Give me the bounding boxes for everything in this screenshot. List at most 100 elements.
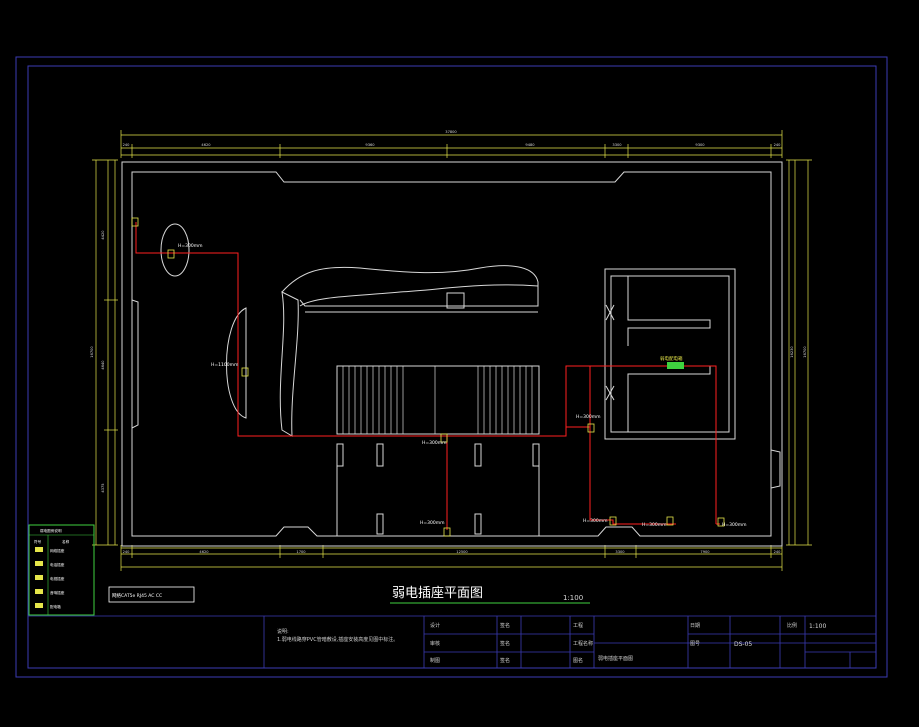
legend-symbol xyxy=(35,561,43,566)
dim-left-seg-2: 4640 xyxy=(101,360,105,370)
field-project: 工程 xyxy=(573,622,583,629)
dim-left: 4420 4640 4375 16700 16230 16700 xyxy=(90,230,807,493)
dim-bottom-segments: 240 4620 1700 12500 3300 7900 240 xyxy=(123,550,782,554)
dim-top-seg-2: 4620 xyxy=(201,143,211,147)
dim-top-seg-7: 240 xyxy=(774,143,782,147)
inner-sheet-frame xyxy=(27,65,877,669)
dim-top-total: 37800 xyxy=(445,130,457,134)
wire-run-2 xyxy=(447,365,717,524)
legend-label: 电话插座 xyxy=(50,562,65,567)
legend-label: 配电箱 xyxy=(50,604,61,609)
legend-table: 弱电图例说明 符号 名称 网络插座 电话插座 电视插座 音响插座 配电箱 xyxy=(28,524,95,616)
field-sign-1: 签名 xyxy=(500,622,510,629)
legend-row: 电话插座 xyxy=(35,561,65,567)
dim-top-segments: 240 4620 9360 9480 3300 9300 240 xyxy=(123,143,782,147)
staircase xyxy=(336,365,540,435)
notes-label: 说明: xyxy=(277,628,289,635)
outlet-label-2: H=1100mm xyxy=(211,362,238,368)
outlet-label-3: H=300mm xyxy=(422,440,447,446)
field-scale: 比例 xyxy=(787,622,797,629)
field-number: 图号 xyxy=(690,641,700,647)
legend-symbol xyxy=(35,547,43,552)
legend-header-symbol: 符号 xyxy=(34,539,42,544)
title-block-grid xyxy=(28,615,876,668)
legend-frame xyxy=(28,524,95,616)
dim-top-seg-1: 240 xyxy=(123,143,131,147)
dim-bottom-seg-1: 240 xyxy=(123,550,131,554)
panel-label: 弱电配电箱 xyxy=(660,355,683,362)
field-drawer: 制图 xyxy=(430,657,440,664)
right-room-inner xyxy=(610,275,730,433)
dim-top-seg-6: 9300 xyxy=(695,143,705,147)
legend-symbol xyxy=(35,589,43,594)
half-ellipse-feature xyxy=(226,307,247,419)
legend-row: 音响插座 xyxy=(35,589,65,595)
legend-label: 电视插座 xyxy=(50,576,65,581)
outlet-icon xyxy=(131,217,139,227)
wire-run-4 xyxy=(589,366,676,525)
outlet-label-8: H=300mm xyxy=(722,522,747,528)
outlet-labels: H=300mm H=1100mm H=300mm H=300mm H=300mm… xyxy=(178,243,747,528)
legend-header-name: 名称 xyxy=(62,539,70,544)
dim-bottom-seg-3: 1700 xyxy=(296,550,306,554)
weak-current-wiring xyxy=(135,222,720,530)
outlet-icon xyxy=(443,527,451,537)
dim-bottom-seg-7: 240 xyxy=(774,550,782,554)
curved-feature-outer xyxy=(281,265,539,307)
curved-wall-left xyxy=(279,291,299,437)
note-box xyxy=(108,586,195,603)
outlet-icon xyxy=(666,516,674,526)
drawing-number-value: DS-05 xyxy=(734,641,752,648)
dim-left-total: 16700 xyxy=(90,346,94,358)
dim-top-seg-4: 9480 xyxy=(525,143,535,147)
field-designer: 设计 xyxy=(430,622,440,629)
outlets xyxy=(131,217,725,537)
right-room-outer xyxy=(604,268,736,440)
legend-row: 网络插座 xyxy=(35,547,65,553)
dim-top-seg-3: 9360 xyxy=(365,143,375,147)
legend-row: 电视插座 xyxy=(35,575,65,581)
wire-run-1 xyxy=(135,222,448,530)
outer-wall xyxy=(121,161,783,547)
outlet-icon xyxy=(717,517,725,527)
title-block-text: 说明: 1.弱电线路穿PVC管暗敷设,插座安装高度见图中标注。 设计 审核 制图… xyxy=(277,622,826,664)
dimension-ticks xyxy=(92,130,812,571)
dim-right-inner: 16230 xyxy=(790,346,794,358)
dimension-lines xyxy=(95,134,809,568)
legend-label: 音响插座 xyxy=(50,590,65,595)
field-sign-2: 签名 xyxy=(500,640,510,647)
dim-top-seg-5: 3300 xyxy=(612,143,622,147)
right-wall-recess xyxy=(770,449,781,489)
scale-value: 1:100 xyxy=(809,623,826,630)
outlet-icon xyxy=(241,367,249,377)
column-1 xyxy=(446,292,465,309)
right-room-partition-1 xyxy=(627,276,711,346)
stair-treads xyxy=(342,366,533,434)
field-proj-name: 工程名称 xyxy=(573,640,593,647)
ellipse-feature-1 xyxy=(160,223,190,277)
outlet-icon xyxy=(587,423,595,433)
outlet-label-7: H=300mm xyxy=(642,522,667,528)
legend-symbol xyxy=(35,575,43,580)
dim-left-seg-1: 4420 xyxy=(101,230,105,240)
door-mark-2 xyxy=(605,385,615,401)
outlet-label-4: H=300mm xyxy=(420,520,445,526)
distribution-panel-icon xyxy=(667,362,684,369)
note-box-text: 网络CAT5e RJ45 AC CC xyxy=(112,592,162,599)
left-wall-recess xyxy=(131,299,139,429)
lower-columns xyxy=(336,443,540,536)
outlet-icon xyxy=(609,516,617,526)
inner-wall xyxy=(131,171,772,537)
outlet-label-1: H=300mm xyxy=(178,243,203,249)
legend-label: 网络插座 xyxy=(50,548,65,553)
notes-text: 1.弱电线路穿PVC管暗敷设,插座安装高度见图中标注。 xyxy=(277,636,398,643)
right-room-partition-2 xyxy=(627,365,711,432)
drawing-title: 弱电插座平面图 xyxy=(392,586,483,601)
door-mark-1 xyxy=(605,304,615,321)
outer-sheet-frame xyxy=(15,56,888,678)
dim-bottom-seg-6: 7900 xyxy=(700,550,710,554)
field-sign-3: 签名 xyxy=(500,657,510,664)
drawing-name-value: 弱电插座平面图 xyxy=(598,655,633,662)
legend-symbol xyxy=(35,603,43,608)
